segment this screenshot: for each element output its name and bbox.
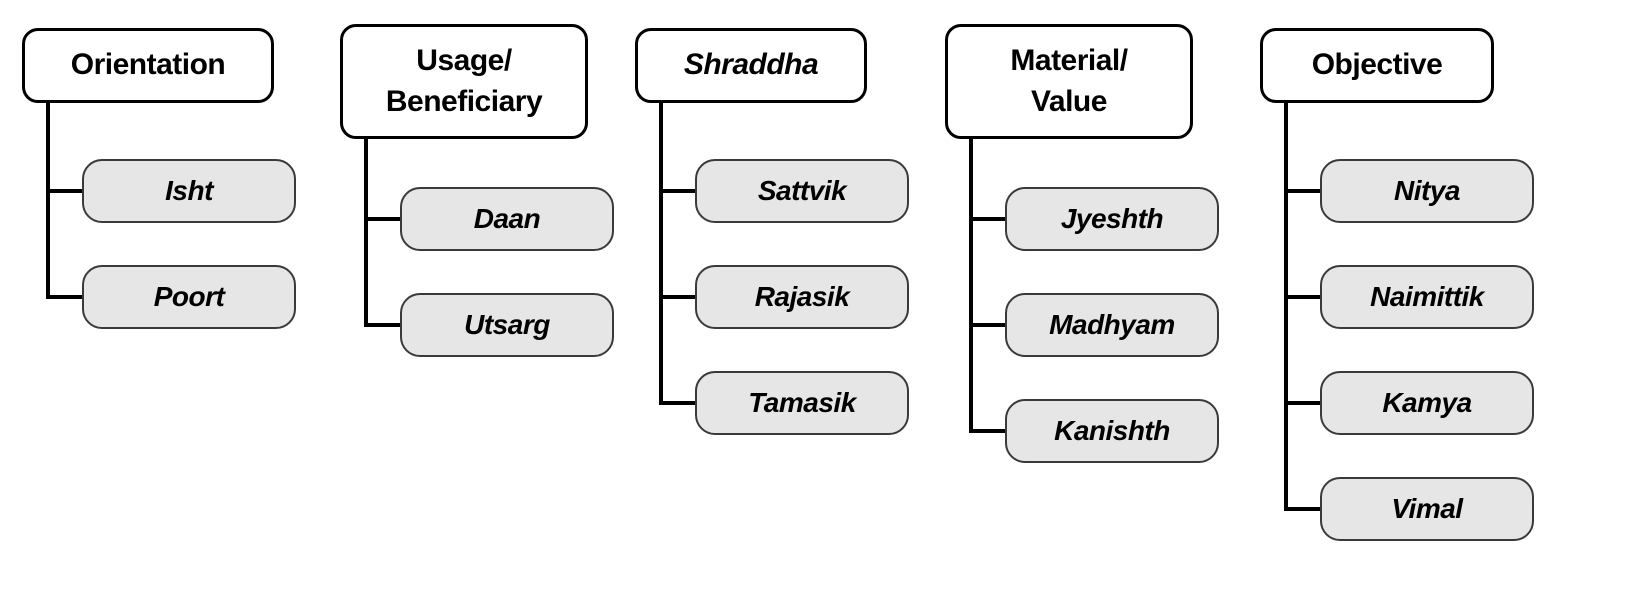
child-node-daan: Daan [400,187,614,251]
tree-shraddha: Shraddha Sattvik Rajasik Tamasik [635,28,909,435]
root-label: Beneficiary [385,84,543,118]
child-row: Naimittik [1284,264,1534,329]
root-label: Material/ [1010,44,1128,77]
connector-hline [659,400,695,405]
child-node-jyeshth: Jyeshth [1005,187,1219,251]
child-label: Poort [153,280,225,312]
child-label: Madhyam [1049,309,1175,340]
root-label: Orientation [70,48,226,81]
root-label: Usage/ [416,44,512,77]
connector-vline [364,137,368,325]
child-row: Nitya [1284,158,1534,223]
child-label: Utsarg [464,309,550,340]
child-label: Sattvik [757,174,847,206]
connector-hline [1284,294,1320,299]
child-node-naimittik: Naimittik [1320,264,1534,329]
connector-hline [364,323,400,327]
root-node-orientation: Orientation [22,28,274,103]
child-node-isht: Isht [82,158,296,223]
root-node-objective: Objective [1260,28,1494,103]
connector-hline [1284,188,1320,193]
child-row: Daan [364,187,614,251]
connector-hline [969,217,1005,221]
root-label: Shraddha [683,48,819,81]
child-node-nitya: Nitya [1320,158,1534,223]
child-node-sattvik: Sattvik [695,158,909,223]
child-label: Kanishth [1054,415,1170,446]
connector-hline [1284,400,1320,405]
branch-material-value: Jyeshth Madhyam Kanishth [969,137,1219,463]
child-row: Sattvik [659,158,909,223]
child-label: Vimal [1391,492,1463,524]
root-node-usage-beneficiary: Usage/ Beneficiary [340,24,588,139]
tree-objective: Objective Nitya Naimittik Kamya [1260,28,1534,541]
root-label: Value [1031,84,1107,118]
connector-hline [46,294,82,299]
child-node-utsarg: Utsarg [400,293,614,357]
tree-orientation: Orientation Isht Poort [22,28,296,329]
child-row: Poort [46,264,296,329]
child-label: Tamasik [748,386,856,418]
child-row: Rajasik [659,264,909,329]
root-label: Objective [1311,48,1443,81]
child-node-kamya: Kamya [1320,370,1534,435]
child-row: Isht [46,158,296,223]
child-label: Rajasik [754,280,850,312]
child-row: Kanishth [969,399,1219,463]
tree-material-value: Material/ Value Jyeshth Madhyam Kanishth [945,24,1219,463]
connector-vline [1284,100,1288,509]
branch-usage-beneficiary: Daan Utsarg [364,137,614,357]
connector-vline [659,100,663,403]
connector-hline [659,188,695,193]
root-node-shraddha: Shraddha [635,28,867,103]
child-label: Jyeshth [1060,203,1164,234]
child-label: Nitya [1394,174,1460,206]
branch-orientation: Isht Poort [46,100,296,329]
child-label: Kamya [1382,386,1472,418]
tree-usage-beneficiary: Usage/ Beneficiary Daan Utsarg [340,24,614,357]
child-row: Kamya [1284,370,1534,435]
connector-hline [969,429,1005,433]
child-label: Naimittik [1370,280,1484,312]
child-row: Vimal [1284,476,1534,541]
child-node-madhyam: Madhyam [1005,293,1219,357]
child-node-vimal: Vimal [1320,476,1534,541]
child-node-rajasik: Rajasik [695,264,909,329]
connector-hline [364,217,400,221]
child-row: Tamasik [659,370,909,435]
root-node-material-value: Material/ Value [945,24,1193,139]
connector-hline [659,294,695,299]
child-label: Isht [165,174,213,206]
connector-vline [969,137,973,431]
child-row: Utsarg [364,293,614,357]
connector-hline [969,323,1005,327]
connector-vline [46,100,50,297]
child-node-tamasik: Tamasik [695,370,909,435]
branch-shraddha: Sattvik Rajasik Tamasik [659,100,909,435]
connector-hline [46,188,82,193]
child-row: Jyeshth [969,187,1219,251]
child-node-poort: Poort [82,264,296,329]
branch-objective: Nitya Naimittik Kamya Vimal [1284,100,1534,541]
child-label: Daan [473,203,541,234]
child-row: Madhyam [969,293,1219,357]
child-node-kanishth: Kanishth [1005,399,1219,463]
connector-hline [1284,506,1320,511]
